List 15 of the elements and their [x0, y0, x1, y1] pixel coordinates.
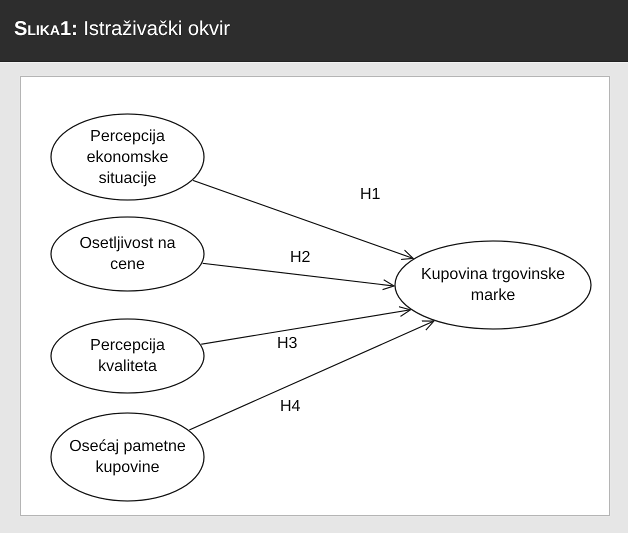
node-label: Percepcija kvaliteta: [89, 336, 166, 377]
node-label: Osetljivost na cene: [78, 234, 177, 275]
node-label: Percepcija ekonomske situacije: [86, 126, 170, 188]
arrow: [189, 320, 434, 430]
ellipse-node: [394, 240, 592, 330]
ellipse-node: [50, 318, 205, 394]
ellipse-node: [50, 113, 205, 201]
ellipse-node: [50, 412, 205, 502]
ellipse-node: [50, 216, 205, 292]
node-label: Kupovina trgovinske marke: [420, 265, 566, 306]
figure-title: Slika1: Istraživački okvir: [14, 18, 230, 41]
arrow: [201, 306, 412, 345]
node-label: Osećaj pametne kupovine: [68, 437, 187, 478]
arrow: [192, 180, 414, 260]
arrow: [202, 262, 395, 290]
